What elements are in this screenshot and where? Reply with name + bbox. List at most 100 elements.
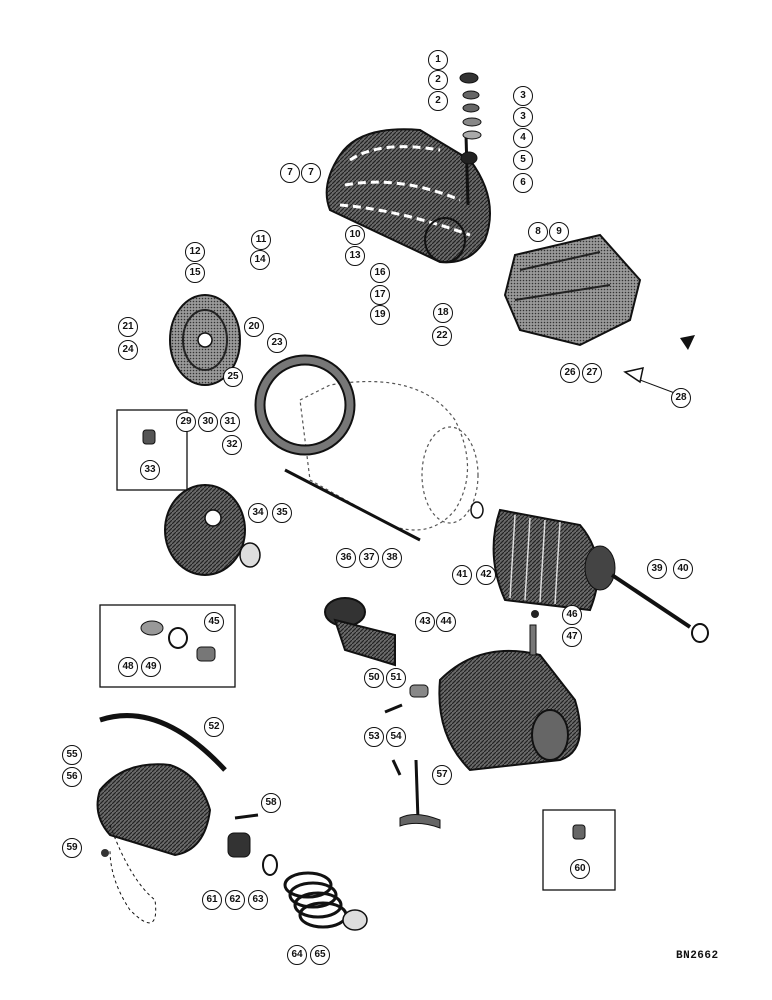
callout-55: 62 [225, 890, 245, 910]
callout-43: 40 [673, 559, 693, 579]
callout-5: 5 [513, 150, 533, 170]
drive-end-plate [164, 484, 246, 576]
callout-58: 54 [386, 727, 406, 747]
callout-24: 41 [452, 565, 472, 585]
washer-43 [691, 623, 709, 643]
callout-27: 19 [370, 305, 390, 325]
cover-band [254, 354, 356, 456]
callout-29: 17 [370, 285, 390, 305]
plunger-55 [227, 832, 251, 858]
retainer-53 [342, 909, 368, 931]
plug-47 [531, 610, 539, 618]
callout-53: 65 [310, 945, 330, 965]
callout-6: 4 [513, 128, 533, 148]
callout-52: 64 [287, 945, 307, 965]
callout-8: 3 [513, 107, 533, 127]
callout-16: 21 [118, 317, 138, 337]
callout-50: 50 [364, 668, 384, 688]
direction-arrow-13 [623, 335, 695, 396]
callout-19: 29 [176, 412, 196, 432]
callout-20: 14 [250, 250, 270, 270]
callout-3a: 9 [549, 222, 569, 242]
solenoid [96, 763, 212, 924]
callout-42: 35 [272, 503, 292, 523]
callout-59: 43 [415, 612, 435, 632]
return-spring [283, 871, 348, 929]
callout-3b: 26 [560, 363, 580, 383]
pole-shoes [503, 233, 642, 347]
starter-frame-outline [299, 380, 479, 531]
commutator-end-frame [169, 294, 241, 386]
stud-51 [234, 813, 259, 820]
callout-45: 60 [570, 859, 590, 879]
pin-57 [391, 759, 402, 776]
callout-62: 56 [62, 767, 82, 787]
drive-pinion [324, 597, 396, 667]
screw-63 [101, 849, 109, 857]
callout-32: 20 [244, 317, 264, 337]
callout-30: 23 [267, 333, 287, 353]
callout-31: 22 [432, 326, 452, 346]
inset-box-bushings [99, 604, 236, 688]
callout-23: 10 [345, 225, 365, 245]
callout-11: 18 [433, 303, 453, 323]
armature [492, 508, 692, 629]
pin-50 [384, 703, 403, 714]
callout-51: 58 [261, 793, 281, 813]
callout-21: 13 [345, 246, 365, 266]
pin-46 [529, 624, 537, 656]
callout-64: 52 [204, 717, 224, 737]
inset-box-45 [542, 809, 616, 891]
callout-4: 36 [336, 548, 356, 568]
callout-49: 51 [386, 668, 406, 688]
callout-46: 47 [562, 627, 582, 647]
callout-65: 55 [62, 745, 82, 765]
solenoid-strap [99, 713, 227, 772]
callout-1: 39 [647, 559, 667, 579]
callout-60: 37 [359, 548, 379, 568]
shift-lever [399, 759, 441, 829]
callout-26: 25 [223, 367, 243, 387]
callout-2a: 8 [528, 222, 548, 242]
ring-56 [262, 854, 278, 876]
through-bolt [284, 468, 421, 542]
inset-box-15 [116, 409, 188, 491]
callout-37: 30 [198, 412, 218, 432]
callout-9: 2 [428, 91, 448, 111]
callout-54: 61 [202, 890, 222, 910]
callout-44: 44 [436, 612, 456, 632]
callout-36: 31 [220, 412, 240, 432]
callout-15: 33 [140, 460, 160, 480]
callout-48: 57 [432, 765, 452, 785]
callout-2b: 27 [582, 363, 602, 383]
callout-35: 7 [301, 163, 321, 183]
callout-40: 48 [118, 657, 138, 677]
field-coil-assembly [325, 128, 491, 264]
callout-34: 7 [280, 163, 300, 183]
callout-12: 6 [513, 173, 533, 193]
callout-7a: 2 [428, 70, 448, 90]
callout-47: 46 [562, 605, 582, 625]
callout-56: 63 [248, 890, 268, 910]
callout-39: 49 [141, 657, 161, 677]
callout-17: 12 [185, 242, 205, 262]
terminal-stud-stack [459, 72, 482, 206]
callout-18: 15 [185, 263, 205, 283]
callout-63: 59 [62, 838, 82, 858]
callout-10: 1 [428, 50, 448, 70]
document-reference: BN2662 [676, 950, 719, 962]
callout-25: 32 [222, 435, 242, 455]
callout-22: 11 [251, 230, 271, 250]
callout-28: 16 [370, 263, 390, 283]
callout-57: 53 [364, 727, 384, 747]
washer-42 [239, 542, 261, 568]
callout-13: 28 [671, 388, 691, 408]
callout-61: 38 [382, 548, 402, 568]
drive-housing [438, 649, 581, 772]
callout-41: 45 [204, 612, 224, 632]
washer-33 [470, 501, 484, 519]
callout-33: 42 [476, 565, 496, 585]
callout-38: 34 [248, 503, 268, 523]
